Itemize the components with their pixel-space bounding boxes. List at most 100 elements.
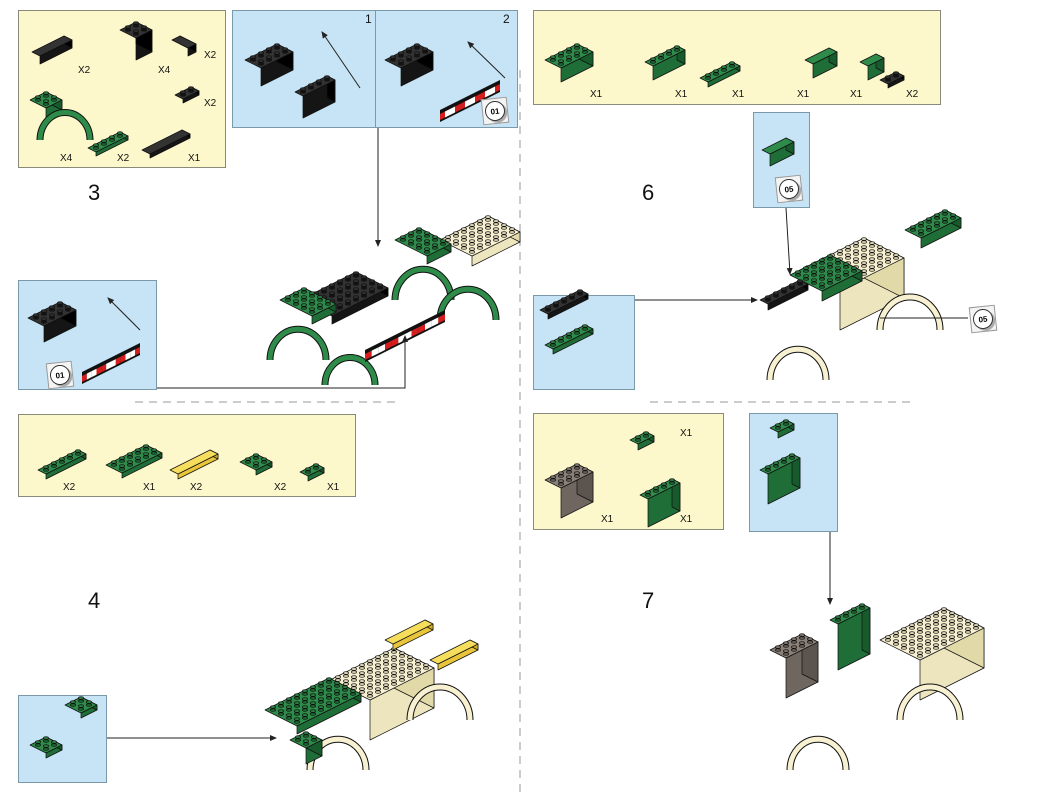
- part-qty: X1: [680, 514, 693, 525]
- brick: [279, 287, 337, 325]
- stud: [869, 249, 875, 256]
- stud: [574, 471, 580, 478]
- part-qty: X2: [190, 482, 203, 493]
- stud: [965, 619, 971, 626]
- stud: [317, 295, 323, 302]
- stud: [545, 305, 551, 312]
- stud: [367, 675, 373, 682]
- stud: [353, 279, 359, 286]
- stud: [345, 299, 351, 306]
- stud: [377, 283, 383, 290]
- stud: [301, 295, 307, 302]
- stud: [35, 740, 41, 747]
- stud: [351, 667, 357, 674]
- stud: [925, 647, 931, 654]
- sticker-number: 01: [484, 100, 506, 122]
- stud: [477, 243, 483, 250]
- brick: [644, 45, 686, 81]
- stud: [925, 639, 931, 646]
- stud: [300, 87, 306, 94]
- stud: [957, 615, 963, 622]
- stud: [885, 257, 891, 264]
- stud: [125, 25, 131, 32]
- arrow-sub1: [321, 31, 361, 89]
- stud: [493, 235, 499, 242]
- stud: [901, 635, 907, 642]
- stud: [391, 671, 397, 678]
- stud: [869, 257, 875, 264]
- stud: [180, 90, 186, 97]
- stud: [941, 631, 947, 638]
- stud: [461, 235, 467, 242]
- stud: [566, 475, 572, 482]
- mudguard-arch: [321, 354, 379, 386]
- stud: [925, 615, 931, 622]
- brick: [105, 444, 163, 479]
- stud: [337, 303, 343, 310]
- sticker-number: 01: [49, 364, 71, 386]
- stud: [477, 227, 483, 234]
- stud: [493, 219, 499, 226]
- stud: [258, 59, 264, 66]
- stud: [334, 697, 340, 704]
- stud: [661, 482, 667, 489]
- stud: [310, 701, 316, 708]
- stud: [558, 479, 564, 486]
- brick: [769, 633, 819, 699]
- stud: [390, 55, 396, 62]
- brick: [879, 607, 985, 701]
- stud: [553, 301, 559, 308]
- stud: [302, 705, 308, 712]
- stud: [416, 227, 422, 234]
- stud: [835, 266, 841, 273]
- stud: [558, 471, 564, 478]
- sticker-badge: 01: [45, 360, 75, 390]
- stud: [398, 59, 404, 66]
- stud: [837, 249, 843, 256]
- stud: [942, 209, 948, 216]
- stud: [286, 705, 292, 712]
- part-qty: X2: [274, 482, 287, 493]
- part-qty: X1: [675, 89, 688, 100]
- stud: [799, 641, 805, 648]
- stud: [461, 243, 467, 250]
- stud: [35, 95, 41, 102]
- stud: [765, 295, 771, 302]
- stud: [509, 227, 515, 234]
- stud: [127, 452, 133, 459]
- stud: [406, 47, 412, 54]
- stud: [909, 647, 915, 654]
- stud: [343, 671, 349, 678]
- stud: [791, 645, 797, 652]
- stud: [143, 444, 149, 451]
- stud: [345, 275, 351, 282]
- stud: [973, 623, 979, 630]
- stud: [925, 631, 931, 638]
- stud: [313, 463, 319, 470]
- stud: [400, 235, 406, 242]
- stud: [318, 705, 324, 712]
- stud: [950, 213, 956, 220]
- stud: [819, 258, 825, 265]
- stud: [383, 667, 389, 674]
- stud: [469, 239, 475, 246]
- brick: [141, 129, 191, 159]
- stud: [827, 270, 833, 277]
- stud: [318, 697, 324, 704]
- red-white-sticker: [82, 343, 140, 384]
- stud: [274, 43, 280, 50]
- stud: [893, 639, 899, 646]
- stud: [574, 51, 580, 58]
- stud: [359, 671, 365, 678]
- stud: [783, 649, 789, 656]
- arrow-step6-small: [785, 207, 793, 275]
- step-number-6: 6: [642, 180, 655, 205]
- stud: [851, 266, 857, 273]
- stud: [43, 465, 49, 472]
- stud: [337, 295, 343, 302]
- stud: [383, 683, 389, 690]
- stud: [258, 51, 264, 58]
- stud: [851, 607, 857, 614]
- stud: [781, 457, 787, 464]
- stud: [835, 615, 841, 622]
